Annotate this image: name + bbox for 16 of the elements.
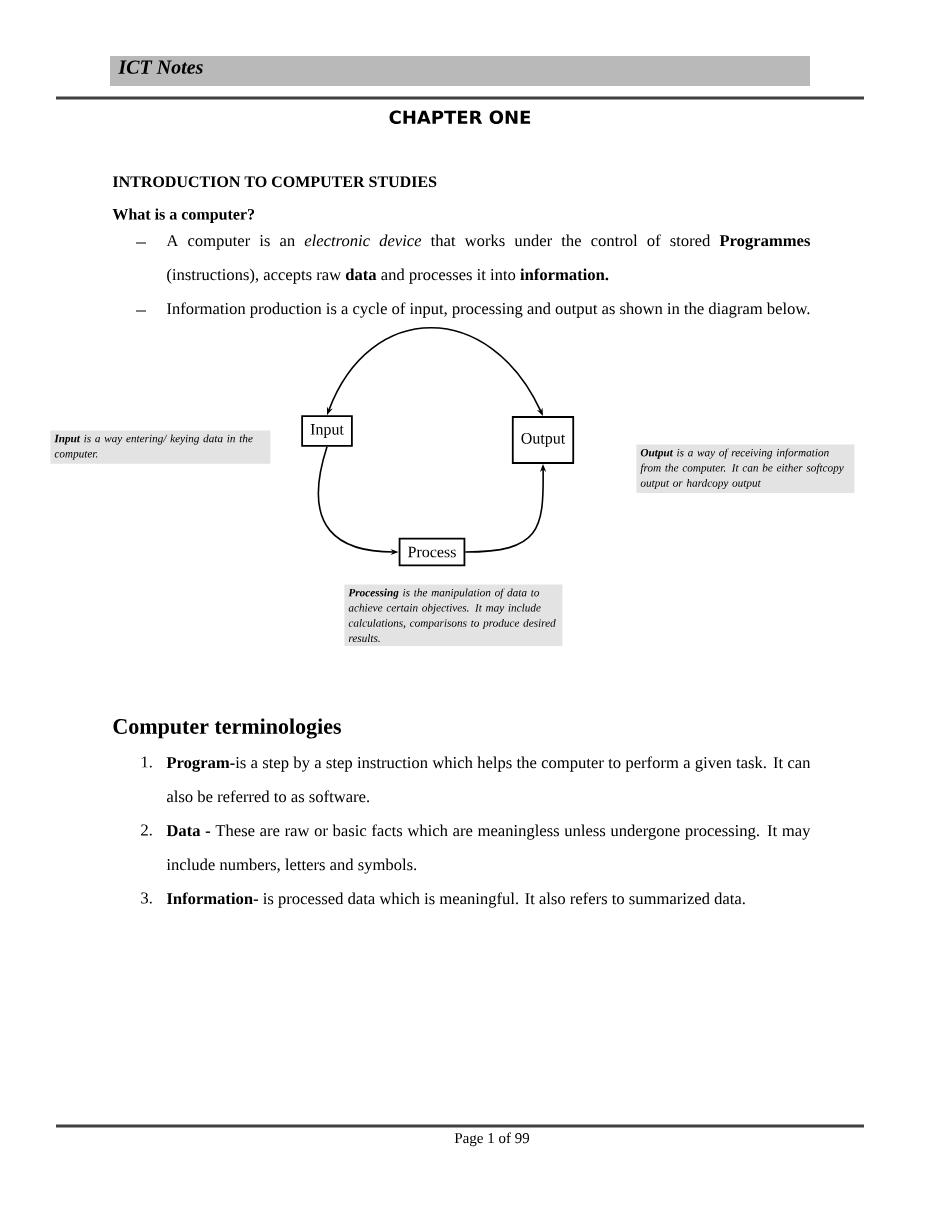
process-box: Process <box>398 537 466 567</box>
paragraph: Data - These are raw or basic facts which are meaningless unless undergone processing. It may include numbers, letters and symbols. <box>166 824 811 874</box>
section-heading: Computer terminologies <box>113 718 341 739</box>
paragraph: Information- is processed data which is meaningful. It also refers to summarized data. <box>166 892 745 908</box>
list-number: 3. <box>141 892 152 904</box>
paragraph: A computer is an electronic device that works under the control of stored Programmes (instructions), accepts raw data and processes it into information. <box>166 234 810 284</box>
list-number: 2. <box>141 824 152 836</box>
section-heading: INTRODUCTION TO COMPUTER STUDIES <box>112 176 437 188</box>
process-box: Input <box>301 415 353 447</box>
paragraph: Information production is a cycle of input, processing and output as shown in the diagram below. <box>167 302 810 318</box>
chapter-title: CHAPTER ONE <box>389 110 531 124</box>
header-title: ICT Notes <box>118 60 203 74</box>
paragraph: Program-is a step by a step instruction which helps the computer to perform a given task. It can also be referred to as software. <box>166 756 811 803</box>
subheading: What is a computer? <box>112 208 255 223</box>
process-box: Output <box>511 416 575 464</box>
list-number: 1. <box>141 756 152 768</box>
